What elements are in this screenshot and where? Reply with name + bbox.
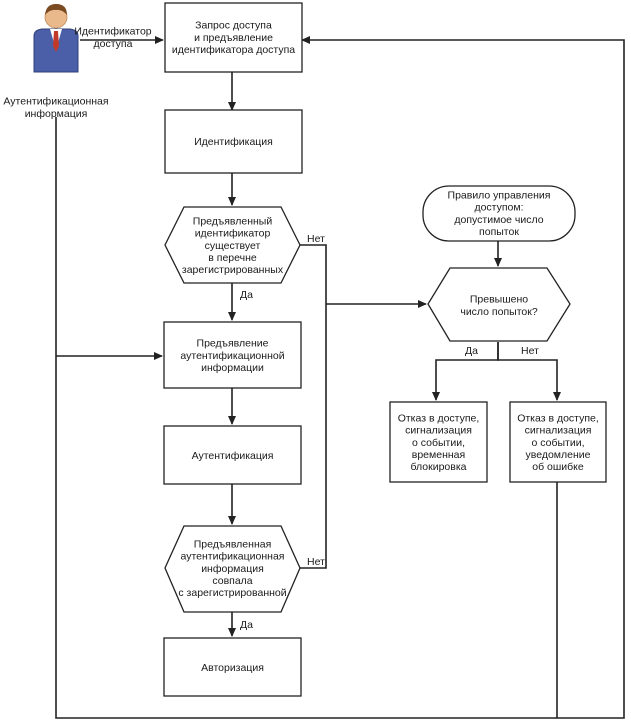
- edge-exceeded-no: [497, 342, 561, 401]
- nodes: [163, 2, 607, 697]
- edge-label-auth-yes: Да: [240, 619, 253, 631]
- node-attempts-exceeded: [427, 267, 571, 342]
- node-authentication: [163, 425, 302, 485]
- edge-label-auth-no: Нет: [307, 556, 325, 568]
- edge-auth-info-line: [55, 117, 557, 719]
- node-id-exists: [164, 206, 301, 284]
- edge-label-exceeded-yes: Да: [465, 345, 478, 357]
- node-present-auth: [163, 321, 302, 389]
- node-authorization: [163, 637, 302, 697]
- node-policy: [422, 185, 576, 242]
- node-deny-notify: [509, 401, 607, 483]
- edge-label-id-yes: Да: [240, 289, 253, 301]
- node-request: [164, 2, 303, 73]
- node-authorization-label: Авторизация: [201, 662, 264, 674]
- node-authentication-label: Аутентификация: [192, 450, 274, 462]
- node-deny-block: [389, 401, 488, 483]
- edge-id-no: [300, 244, 327, 304]
- edge-retry-loop: [301, 36, 625, 719]
- node-auth-match: [164, 525, 301, 613]
- edge-auth-no: [300, 304, 327, 569]
- node-identification-label: Идентификация: [194, 136, 273, 148]
- edge-label-id-no: Нет: [307, 233, 325, 245]
- edges: [55, 36, 625, 719]
- user-icon: [33, 4, 79, 73]
- node-identification: [164, 109, 303, 174]
- edge-label-exceeded-no: Нет: [521, 345, 539, 357]
